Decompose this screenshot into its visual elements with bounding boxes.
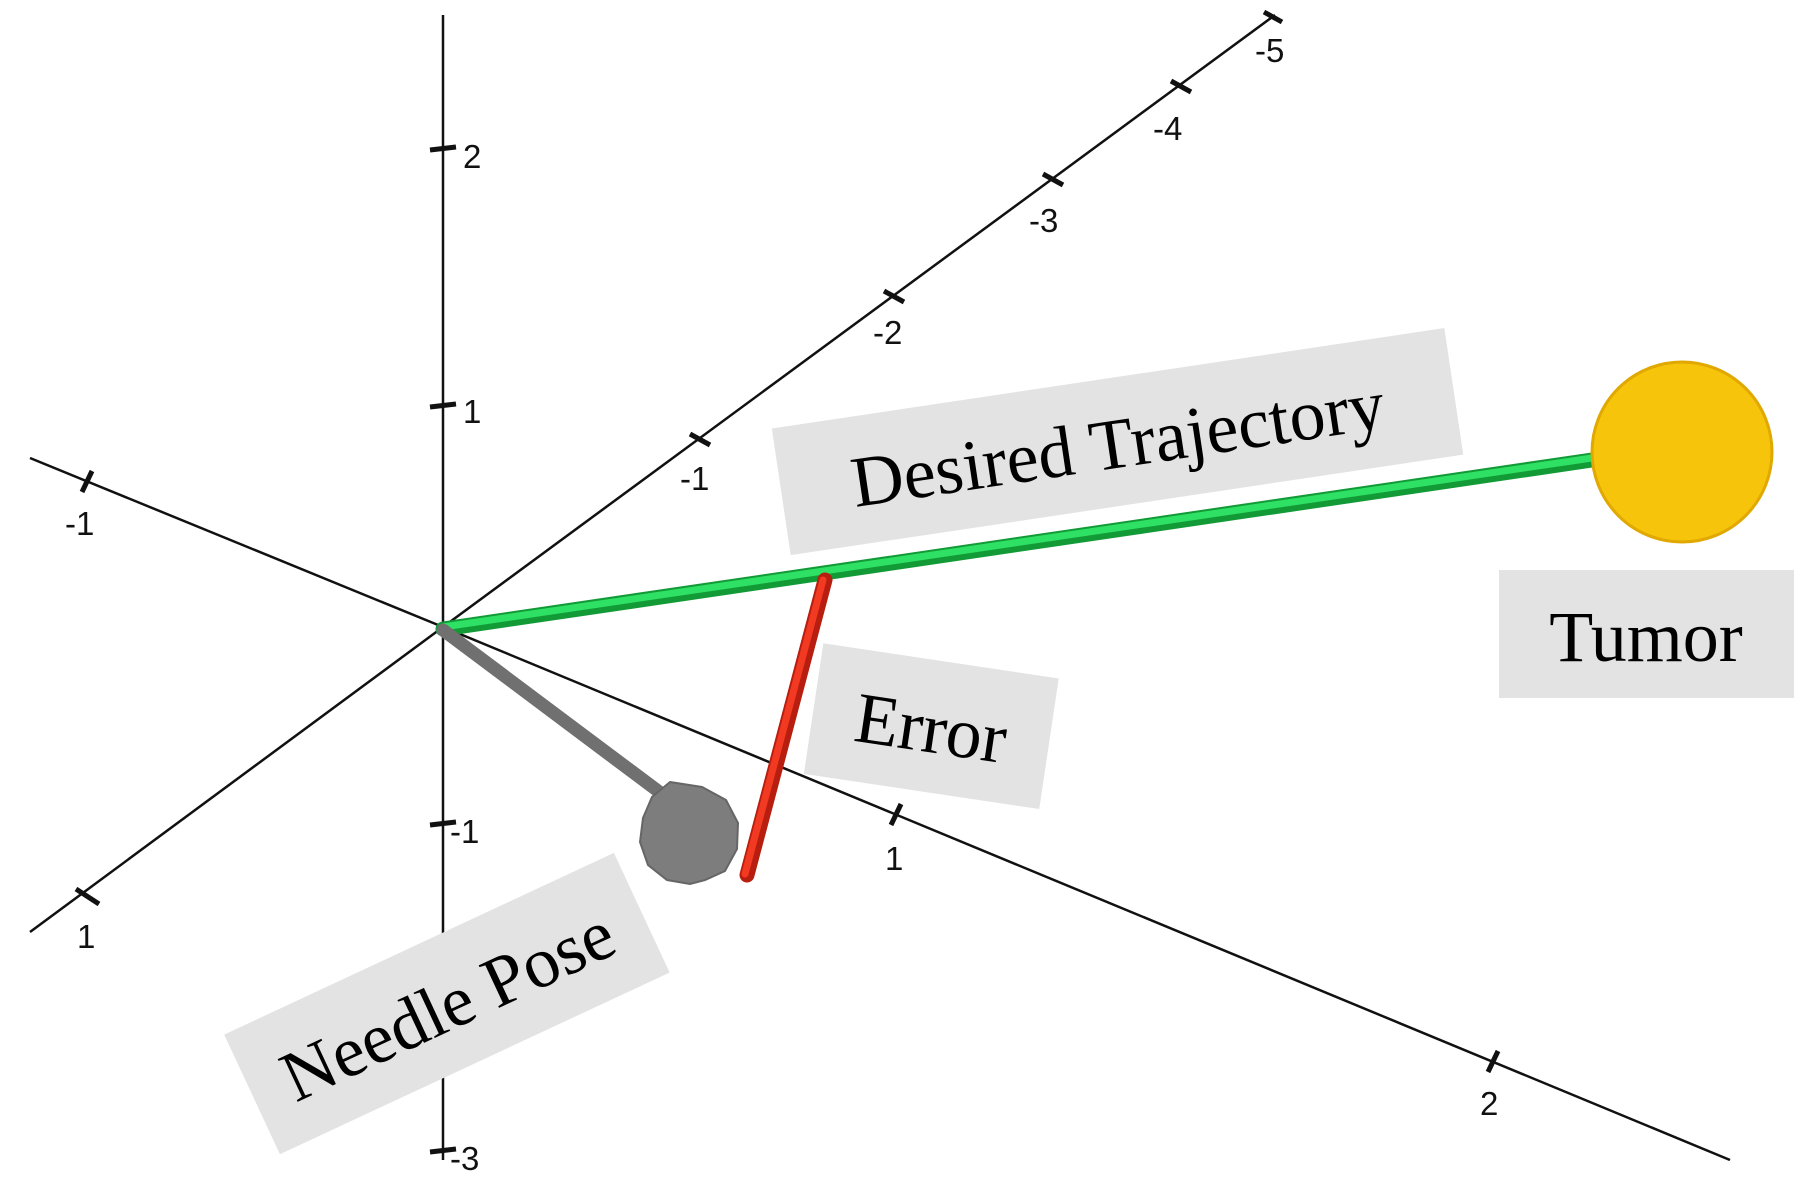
depth-tick-label: -4 <box>1153 110 1182 147</box>
vertical-tick-label: 2 <box>463 138 481 175</box>
tumor-label: Tumor <box>1549 597 1742 677</box>
callout-error: Error <box>803 643 1059 810</box>
horizontal-tick <box>888 802 904 827</box>
needle-tip <box>638 780 740 886</box>
depth-tick <box>1041 171 1065 188</box>
callout-box <box>224 852 670 1155</box>
horizontal-axis-right <box>442 625 1731 1162</box>
callout-box <box>771 328 1464 556</box>
depth-tick-label: -3 <box>1029 202 1058 239</box>
depth-tick-label: -5 <box>1255 32 1284 69</box>
callout-needle: Needle Pose <box>224 852 670 1155</box>
depth-tick <box>1262 9 1284 25</box>
needle-shaft <box>436 623 697 822</box>
desired-trajectory <box>435 452 1600 637</box>
axes <box>29 13 1731 1162</box>
horizontal-tick <box>79 469 95 494</box>
left-diagonal-tick-label: 1 <box>77 918 95 955</box>
tumor <box>1590 360 1774 544</box>
error-vector <box>739 572 833 883</box>
depth-tick <box>882 288 906 305</box>
horizontal-axis-left <box>29 456 444 629</box>
error-rod-highlight <box>741 576 827 878</box>
left-diagonal-tick-label: -1 <box>65 505 94 542</box>
vertical-tick-label: -3 <box>450 1140 479 1173</box>
depth-tick-label: -1 <box>680 460 709 497</box>
horizontal-tick <box>1485 1049 1501 1074</box>
depth-tick <box>74 886 101 907</box>
depth-tick <box>688 431 712 448</box>
vertical-tick <box>429 1146 457 1155</box>
right-diagonal-tick-label: 1 <box>885 840 903 877</box>
depth-tick-label: -2 <box>873 314 902 351</box>
vertical-tick <box>429 401 457 410</box>
depth-axis-upper <box>442 13 1276 629</box>
trajectory-rod-highlight <box>439 454 1596 631</box>
right-diagonal-tick-label: 2 <box>1480 1085 1498 1122</box>
vertical-tick <box>429 819 457 828</box>
vertical-tick-label: 1 <box>463 393 481 430</box>
callout-box <box>1499 570 1794 698</box>
tumor-sphere <box>1590 360 1774 544</box>
needle <box>436 623 740 886</box>
vertical-tick <box>429 144 457 153</box>
callout-box <box>803 643 1059 810</box>
callout-tumor: Tumor <box>1499 570 1794 698</box>
vertical-tick-label: -1 <box>450 813 479 850</box>
callout-trajectory: Desired Trajectory <box>771 328 1464 556</box>
depth-axis-lower <box>29 625 444 934</box>
depth-tick <box>1169 78 1193 95</box>
tick-labels: 2 1 -1 -2 -3 -1 -2 -3 -4 -5 -1 1 1 2 <box>65 32 1498 1177</box>
